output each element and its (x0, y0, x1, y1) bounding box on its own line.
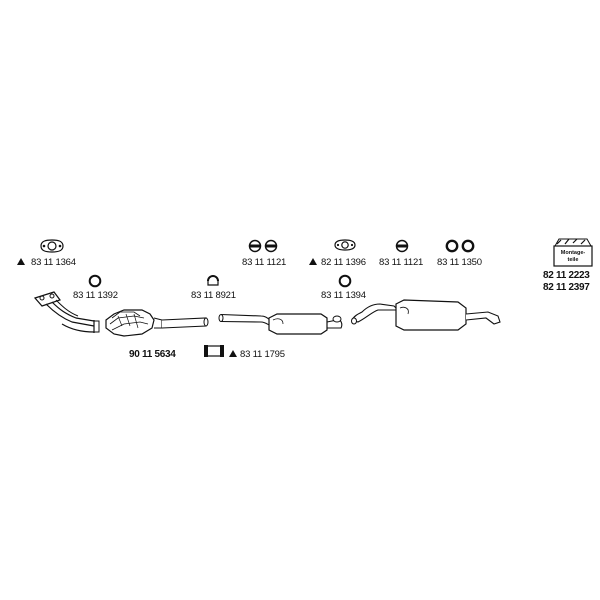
part-number-rings-rear: 83 11 1350 (437, 257, 482, 268)
flange-gasket-front-icon (40, 239, 64, 253)
catalytic-converter-icon (105, 309, 209, 337)
rear-silencer-icon (351, 299, 501, 331)
warning-triangle-icon (309, 258, 317, 265)
part-number-catalyst: 90 11 5634 (129, 349, 176, 360)
middle-silencer-icon (218, 313, 343, 335)
front-downpipe-icon (33, 291, 100, 333)
part-number-gasket-mid: 82 11 1396 (321, 257, 366, 268)
svg-text:Montage-: Montage- (561, 250, 586, 256)
part-number-gasket-front: 83 11 1364 (31, 257, 76, 268)
part-number-hanger-2: 83 11 1121 (379, 257, 424, 268)
part-number-ring-front: 83 11 1392 (73, 290, 118, 301)
part-number-kit-1: 82 11 2223 (543, 270, 590, 281)
warning-triangle-icon (17, 258, 25, 265)
part-number-hanger-1: 83 11 1121 (242, 257, 287, 268)
part-number-clamp: 83 11 8921 (191, 290, 236, 301)
mounting-kit-box-icon: Montage- teile (553, 238, 593, 267)
part-number-connector-sleeve: 83 11 1795 (240, 349, 285, 360)
rubber-hanger-2-icon (395, 239, 409, 253)
rubber-hanger-pair-1-icon (248, 239, 278, 253)
connector-sleeve-icon (204, 345, 224, 357)
ring-front-icon (88, 274, 102, 288)
svg-text:teile: teile (567, 257, 578, 263)
part-number-ring-mid: 83 11 1394 (321, 290, 366, 301)
clamp-icon (207, 275, 219, 286)
part-number-kit-2: 82 11 2397 (543, 282, 590, 293)
rings-rear-icon (445, 239, 475, 253)
warning-triangle-icon (229, 350, 237, 357)
flange-gasket-mid-icon (334, 239, 356, 251)
ring-mid-icon (338, 274, 352, 288)
